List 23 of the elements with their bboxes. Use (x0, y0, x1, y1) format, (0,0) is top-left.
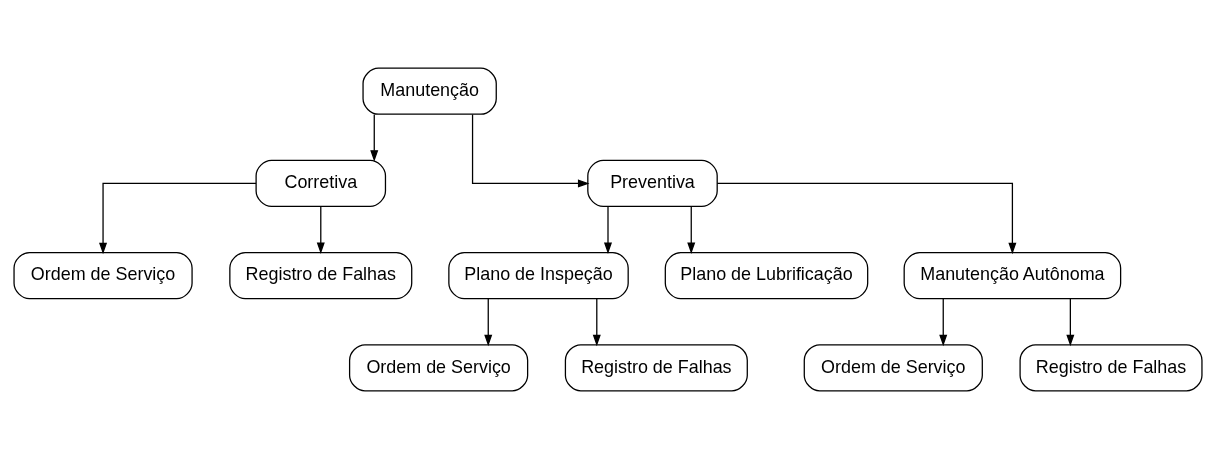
arrow (939, 298, 948, 347)
arrow (316, 206, 325, 254)
arrow (716, 182, 1017, 255)
arrow (99, 182, 257, 255)
node-box: Manutenção Autônoma (903, 251, 1122, 300)
node-box: Preventiva (587, 159, 718, 208)
node-box: Manutenção (362, 67, 497, 115)
node-box: Registro de Falhas (1019, 344, 1203, 392)
node-box: Plano de Inspeção (448, 251, 629, 300)
node-box: Registro de Falhas (229, 251, 413, 300)
arrow (471, 113, 590, 188)
node-box: Ordem de Serviço (348, 344, 529, 392)
arrow (1066, 298, 1075, 347)
node-box: Ordem de Serviço (13, 251, 193, 300)
arrow (484, 298, 493, 347)
arrow (370, 113, 379, 162)
node-box: Registro de Falhas (564, 344, 748, 392)
arrow (687, 206, 696, 254)
node-box: Ordem de Serviço (803, 344, 983, 392)
node-box: Corretiva (255, 159, 387, 208)
node-box: Plano de Lubrificação (664, 251, 869, 300)
arrow (603, 206, 613, 254)
arrow (592, 298, 601, 347)
